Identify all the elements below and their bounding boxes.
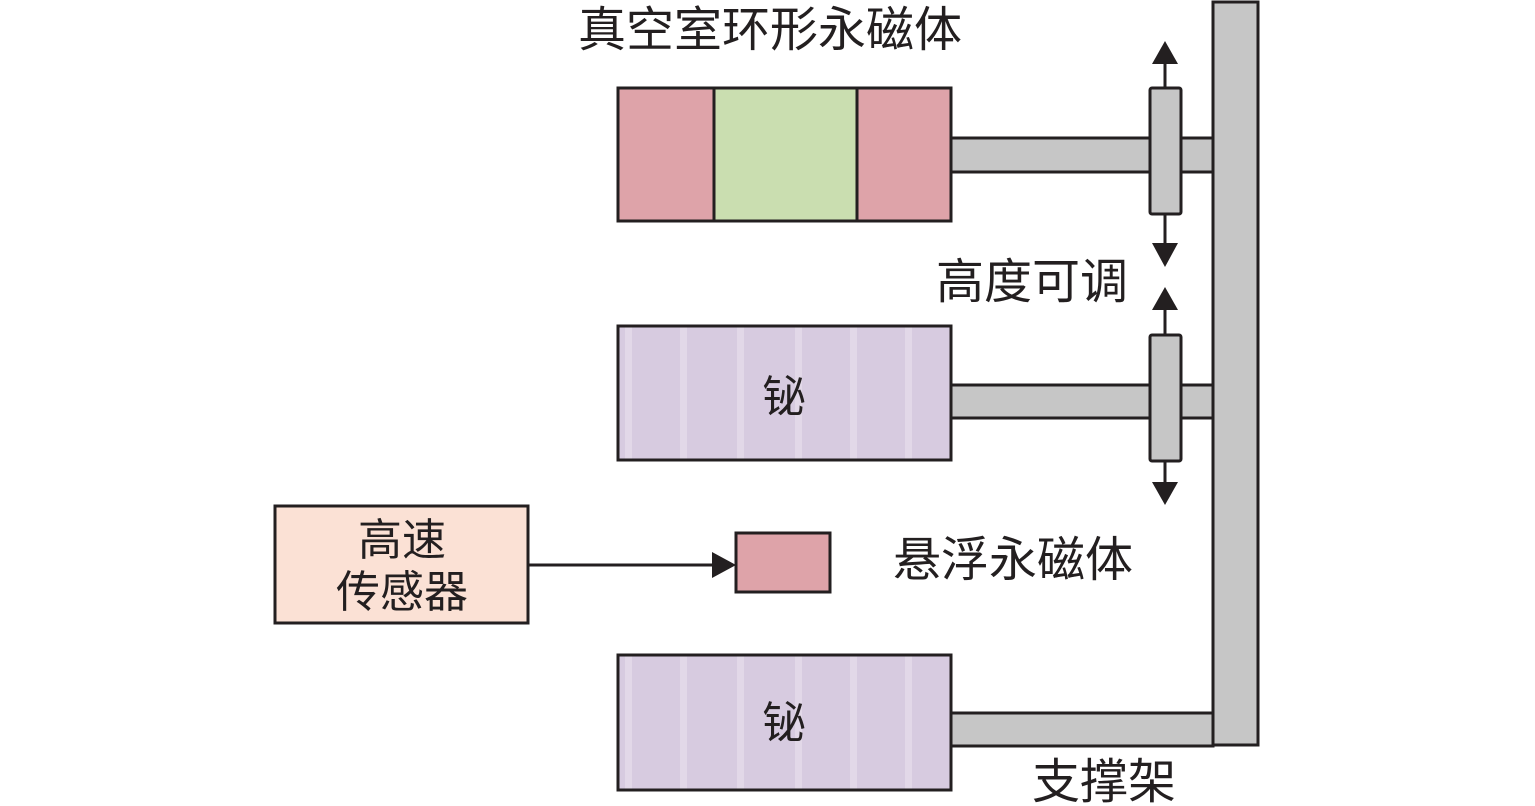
bismuth-stripe	[737, 326, 744, 460]
bismuth-bottom-label: 铋	[762, 698, 806, 749]
bismuth-stripe	[850, 326, 857, 460]
bismuth-stripe	[737, 655, 744, 790]
levitating-magnet-label: 悬浮永磁体	[893, 532, 1133, 588]
levitating-magnet	[734, 531, 832, 594]
ring-magnet-center	[712, 86, 859, 223]
bismuth-top-label: 铋	[762, 372, 806, 423]
top-arrow-up-icon	[1152, 41, 1178, 64]
bismuth-stripe	[625, 326, 632, 460]
bismuth-stripe	[905, 326, 912, 460]
bismuth-stripe	[850, 655, 857, 790]
support-frame-column	[1211, 0, 1260, 747]
bismuth-stripe	[680, 326, 687, 460]
bismuth-stripe	[905, 655, 912, 790]
height-adjustable-label: 高度可调	[936, 254, 1128, 310]
middle-slider	[1148, 333, 1183, 463]
middle-arrow-down-icon	[1152, 482, 1178, 505]
top-slider	[1148, 86, 1183, 216]
ring-magnet-right	[855, 86, 953, 223]
sensor-beam-arrow-icon	[712, 552, 736, 578]
ring-magnet-left	[616, 86, 716, 223]
bismuth-block-top	[616, 324, 953, 462]
middle-arrow-up-icon	[1152, 287, 1178, 310]
bottom-arm	[948, 711, 1215, 748]
sensor-label-line1: 高速	[358, 515, 446, 566]
bismuth-stripe	[795, 655, 802, 790]
ring-magnet-label: 真空室环形永磁体	[578, 2, 962, 58]
bismuth-stripe	[795, 326, 802, 460]
sensor-label-line2: 传感器	[336, 567, 468, 618]
top-arrow-down-icon	[1152, 243, 1178, 267]
support-frame-label: 支撑架	[1032, 754, 1176, 806]
bismuth-stripe	[680, 655, 687, 790]
bismuth-stripe	[625, 655, 632, 790]
bismuth-block-bottom	[616, 653, 953, 792]
